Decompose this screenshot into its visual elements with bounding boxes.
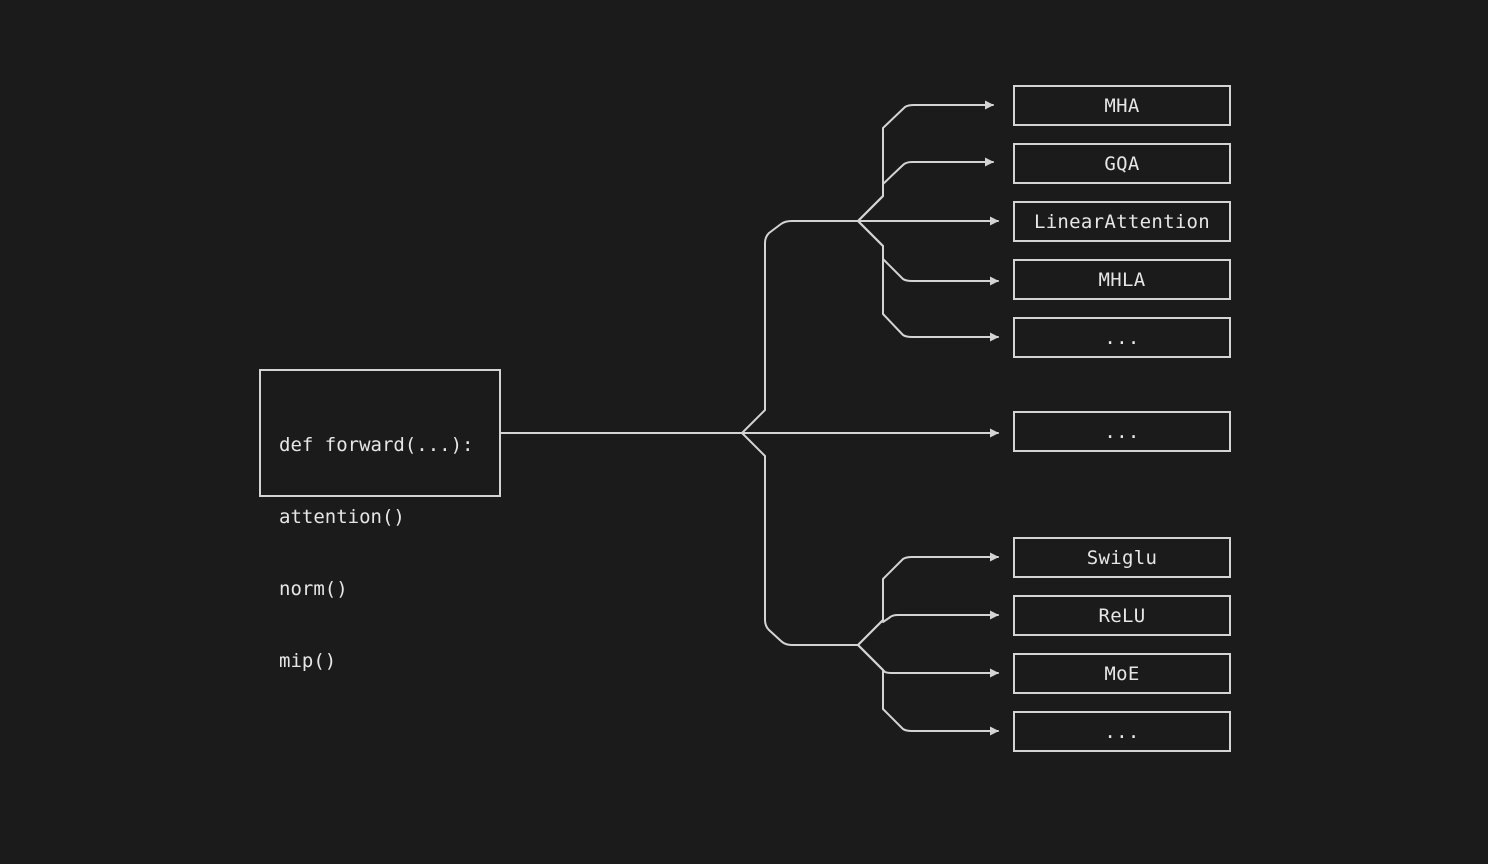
edge-to-moe	[857, 644, 999, 678]
node-moe: MoE	[1013, 653, 1231, 694]
node-linearattention: LinearAttention	[1013, 201, 1231, 242]
edge-to-mlp-hub	[741, 432, 859, 646]
node-mlp-more: ...	[1013, 711, 1231, 752]
edge-to-attention-hub	[741, 220, 859, 434]
edge-to-gqa	[857, 157, 994, 222]
edge-to-swiglu	[857, 552, 999, 646]
code-line-norm: norm()	[279, 578, 348, 600]
node-swiglu: Swiglu	[1013, 537, 1231, 578]
forward-code-box: def forward(...): attention() norm() mip…	[259, 369, 501, 672]
edge-to-mhla	[857, 220, 999, 286]
code-line-def: def forward(...):	[279, 434, 474, 456]
node-mha: MHA	[1013, 85, 1231, 126]
edge-to-attention-more	[857, 220, 999, 342]
node-gqa: GQA	[1013, 143, 1231, 184]
edge-to-mlp-more	[857, 644, 999, 736]
node-attention-more: ...	[1013, 317, 1231, 358]
code-line-attention: attention()	[279, 506, 405, 528]
node-mhla: MHLA	[1013, 259, 1231, 300]
edge-to-mha	[857, 100, 994, 222]
node-middle-more: ...	[1013, 411, 1231, 452]
code-line-mip: mip()	[279, 650, 337, 672]
edge-to-relu	[857, 610, 999, 646]
node-relu: ReLU	[1013, 595, 1231, 636]
